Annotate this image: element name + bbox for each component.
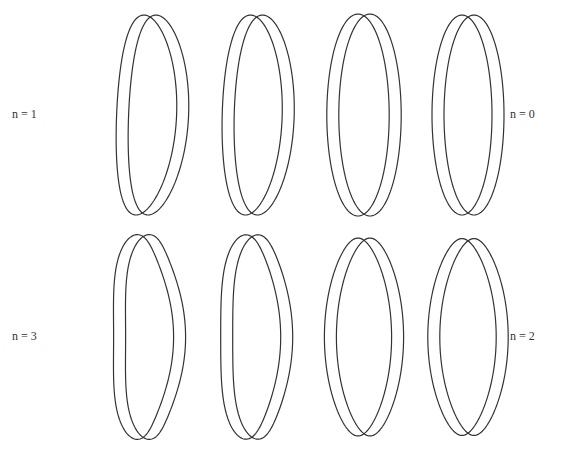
ring-edge bbox=[128, 15, 189, 215]
ring-band bbox=[222, 15, 294, 215]
ring-edge bbox=[428, 239, 496, 436]
mode-label: n = 1 bbox=[12, 108, 37, 120]
ring-edge bbox=[233, 235, 293, 439]
ring-band bbox=[116, 15, 189, 215]
ring-edge bbox=[324, 238, 391, 436]
mode-label: n = 2 bbox=[510, 330, 535, 342]
ring-band bbox=[428, 239, 508, 436]
ring-edge bbox=[339, 14, 401, 216]
ring-band bbox=[113, 235, 185, 440]
ring-edge bbox=[125, 235, 185, 440]
ring-edge bbox=[444, 15, 504, 215]
ring-edge bbox=[116, 15, 177, 215]
ring-band bbox=[324, 238, 403, 436]
ring-edge bbox=[113, 235, 173, 440]
ring-band bbox=[432, 15, 504, 215]
ring-edge bbox=[432, 15, 492, 215]
ring-edge bbox=[336, 238, 403, 436]
ring-band bbox=[327, 14, 401, 216]
mode-label: n = 3 bbox=[12, 330, 37, 342]
ring-edge bbox=[234, 15, 294, 215]
ring-edge bbox=[327, 14, 389, 216]
ring-band bbox=[221, 235, 293, 439]
mode-label: n = 0 bbox=[510, 108, 535, 120]
ring-edge bbox=[440, 239, 508, 436]
ring-edge bbox=[222, 15, 282, 215]
ring-edge bbox=[221, 235, 281, 439]
